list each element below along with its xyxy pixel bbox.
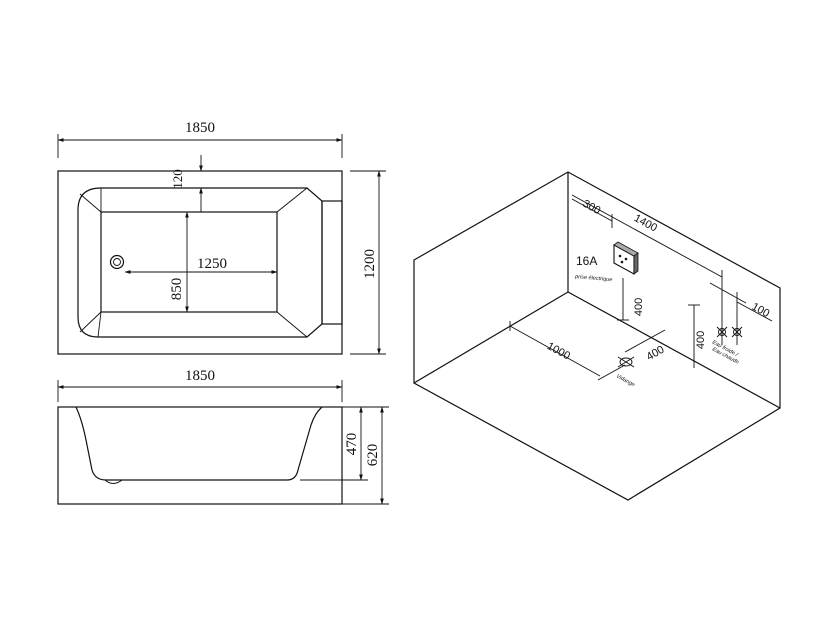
dimension-line-drain	[597, 364, 626, 381]
water-reference-line	[709, 282, 747, 304]
drain-icon	[109, 254, 125, 270]
tub-flange	[321, 200, 343, 325]
room-box-outline	[413, 171, 781, 501]
side-view: 1850 470 620	[57, 368, 389, 505]
isometric-room-view: 300 1400 16A prise électrique 400 100	[413, 171, 781, 501]
dim-400-water-label: 400	[695, 331, 707, 349]
socket-rating-label: 16A	[576, 254, 597, 268]
top-width-label: 1850	[185, 120, 215, 136]
tub-rim	[77, 187, 323, 338]
tub-basin-profile	[75, 406, 323, 481]
tub-floor	[100, 211, 278, 313]
dim-400-drain-label: 400	[645, 344, 667, 364]
overall-depth-label: 1200	[362, 249, 378, 279]
drain-inner-icon	[113, 258, 121, 266]
chamfer-line	[97, 311, 102, 338]
rim-width-label: 120	[170, 169, 185, 189]
dim-1400-label: 1400	[632, 212, 659, 234]
water-valve-icon	[716, 326, 743, 338]
inner-height-label: 470	[344, 433, 360, 456]
side-width-label: 1850	[185, 368, 215, 384]
electric-socket-icon	[613, 241, 639, 275]
side-outline	[57, 406, 343, 505]
drain-outlet-icon	[104, 479, 123, 484]
dimension-line-1400	[571, 194, 723, 278]
dimension-line-1000	[509, 325, 601, 377]
dimension-line-100	[736, 301, 773, 322]
inner-depth-label: 850	[169, 278, 185, 301]
dim-1000-label: 1000	[545, 340, 572, 362]
floor-drain-icon	[617, 356, 635, 368]
inner-width-label: 1250	[197, 256, 227, 272]
dimension-line-300	[571, 198, 613, 222]
chamfer-line	[276, 311, 308, 338]
chamfer-line	[276, 187, 308, 213]
chamfer-line	[79, 311, 102, 333]
dim-100-label: 100	[750, 301, 772, 320]
room-floor-edge-right	[567, 291, 781, 409]
drain-label: Vidange	[615, 373, 636, 388]
dimension-line-400-drain	[624, 329, 666, 353]
top-view: 1850 120 1250 850 1200	[57, 120, 386, 355]
chamfer-line	[79, 193, 102, 213]
room-floor-edge-left	[413, 291, 569, 384]
dim-400-socket-label: 400	[633, 298, 645, 316]
socket-label: prise électrique	[574, 274, 613, 283]
overall-height-label: 620	[365, 444, 381, 467]
